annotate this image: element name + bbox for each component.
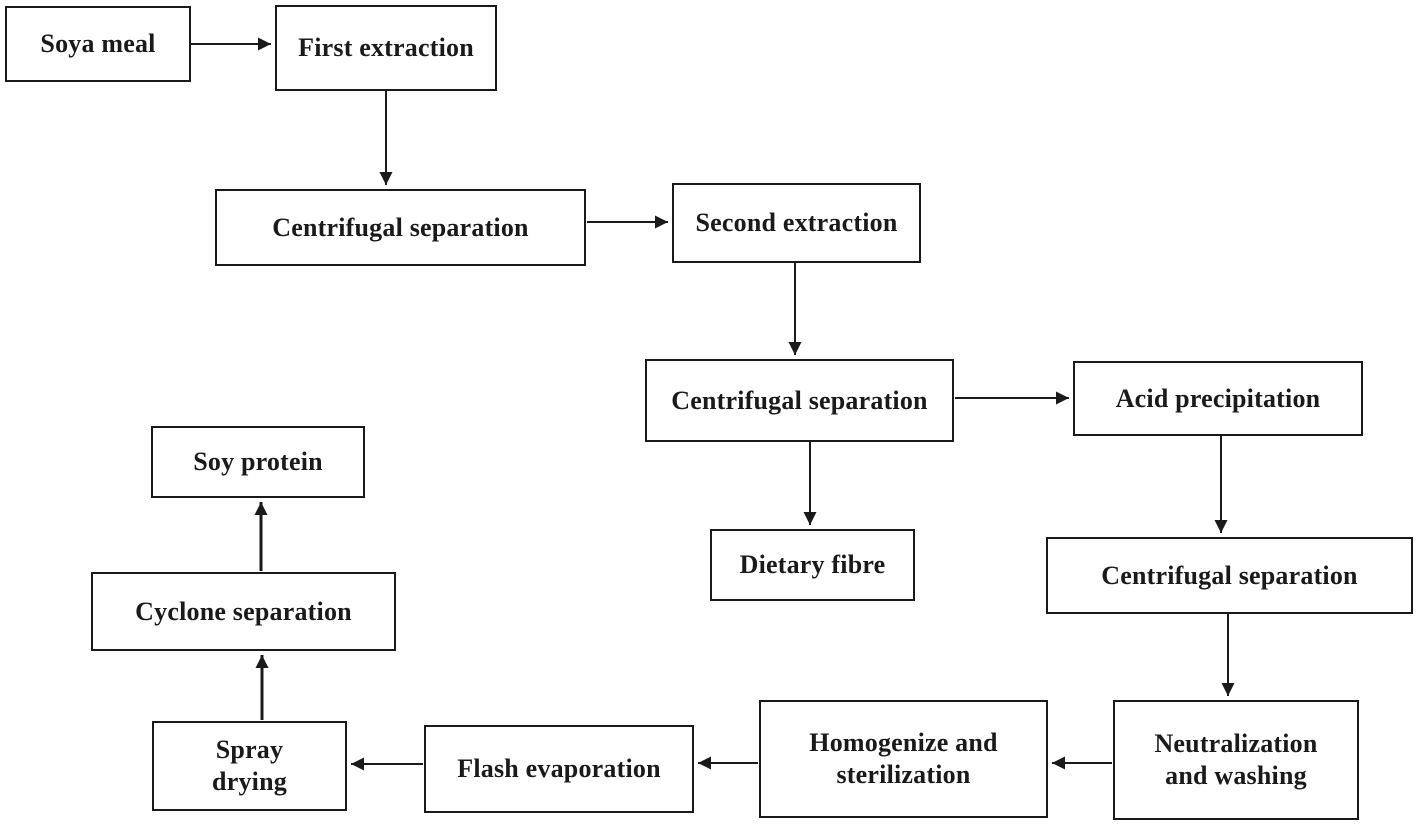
node-acid-precipitation-label: Acid precipitation xyxy=(1115,383,1321,413)
node-second-extraction-label: Second extraction xyxy=(695,208,898,238)
node-soy-protein: Soy protein xyxy=(151,426,365,498)
node-soy-protein-label: Soy protein xyxy=(193,447,323,477)
node-cyclone-separation-label: Cyclone separation xyxy=(135,596,352,626)
node-first-extraction: First extraction xyxy=(275,5,497,91)
node-first-extraction-label: First extraction xyxy=(298,33,474,63)
node-neutralization-and-washing: Neutralization and washing xyxy=(1113,700,1359,820)
node-second-extraction: Second extraction xyxy=(672,183,921,263)
node-centrifugal-separation-3-label: Centrifugal separation xyxy=(1101,560,1358,590)
node-centrifugal-separation-2: Centrifugal separation xyxy=(645,359,954,442)
node-homogenize-and-sterilization-label: Homogenize and sterilization xyxy=(809,728,998,789)
node-spray-drying-label: Spray drying xyxy=(212,735,287,796)
node-neutralization-and-washing-label: Neutralization and washing xyxy=(1154,729,1318,790)
node-dietary-fibre: Dietary fibre xyxy=(710,529,915,601)
node-centrifugal-separation-1-label: Centrifugal separation xyxy=(272,212,529,242)
node-homogenize-and-sterilization: Homogenize and sterilization xyxy=(759,700,1048,818)
node-flash-evaporation: Flash evaporation xyxy=(424,725,694,813)
node-soya-meal-label: Soya meal xyxy=(40,29,156,59)
node-soya-meal: Soya meal xyxy=(5,6,191,82)
node-acid-precipitation: Acid precipitation xyxy=(1073,361,1363,436)
node-centrifugal-separation-3: Centrifugal separation xyxy=(1046,537,1413,614)
node-spray-drying: Spray drying xyxy=(152,721,347,811)
node-centrifugal-separation-2-label: Centrifugal separation xyxy=(671,385,928,415)
node-flash-evaporation-label: Flash evaporation xyxy=(457,754,661,784)
node-centrifugal-separation-1: Centrifugal separation xyxy=(215,189,586,266)
node-dietary-fibre-label: Dietary fibre xyxy=(739,550,886,580)
node-cyclone-separation: Cyclone separation xyxy=(91,572,396,651)
